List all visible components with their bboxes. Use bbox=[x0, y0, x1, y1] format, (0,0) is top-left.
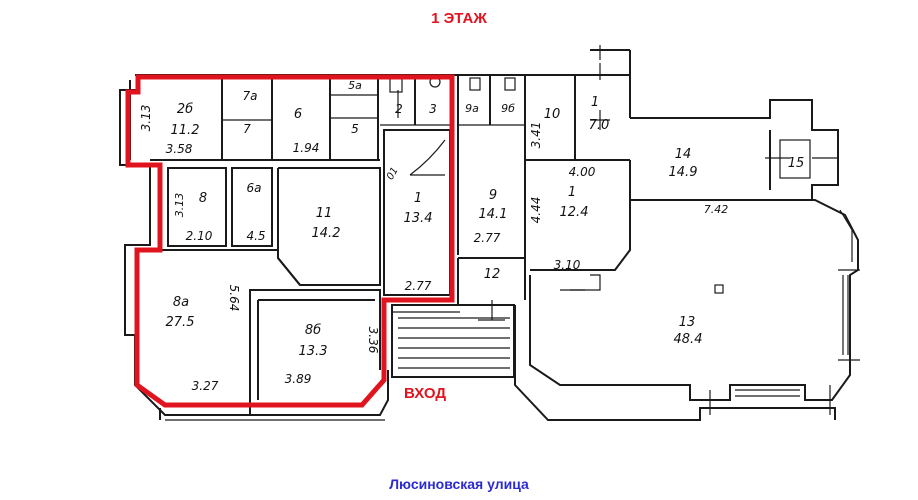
room-label-4: 6 bbox=[294, 107, 302, 122]
street-label: Люсиновская улица bbox=[389, 476, 529, 492]
room-label-17: 10 bbox=[544, 107, 561, 122]
dimension-label-10: 2.77 bbox=[405, 279, 432, 293]
dimension-label-9: 3.36 bbox=[366, 327, 380, 354]
walls-bottom-right bbox=[514, 274, 836, 421]
room-label-10: 6а bbox=[247, 181, 262, 195]
room-label-21: 14.1 bbox=[479, 207, 508, 222]
dimension-label-13: 4.00 bbox=[569, 165, 596, 179]
room-label-30: 8б bbox=[305, 323, 321, 338]
dimension-label-5: 4.5 bbox=[246, 229, 265, 243]
room-label-3: 7 bbox=[243, 122, 251, 136]
room-label-15: 9а bbox=[465, 102, 479, 115]
room-label-24: 14 bbox=[675, 147, 692, 162]
highlighted-area-outline bbox=[125, 74, 455, 408]
room-label-13: 1 bbox=[414, 191, 422, 206]
room-label-31: 13.3 bbox=[299, 344, 328, 359]
room-label-28: 8а bbox=[173, 295, 189, 310]
dimension-label-4: 2.10 bbox=[186, 229, 213, 243]
entrance-steps bbox=[391, 304, 515, 378]
room-label-33: 48.4 bbox=[674, 332, 703, 347]
walls-bottom-left bbox=[249, 289, 381, 415]
floor-title: 1 ЭТАЖ bbox=[431, 10, 487, 27]
room-label-7: 2 bbox=[395, 102, 403, 116]
room-label-16: 9б bbox=[501, 102, 515, 115]
room-label-22: 1 bbox=[568, 185, 576, 200]
dimension-label-2: 1.94 bbox=[293, 141, 320, 155]
dimension-label-6: 5.64 bbox=[227, 285, 241, 312]
room-label-32: 13 bbox=[679, 315, 696, 330]
dimension-label-15: 3.10 bbox=[554, 258, 581, 272]
dimension-label-14: 4.44 bbox=[529, 197, 543, 224]
room-label-0: 2б bbox=[177, 102, 193, 117]
room-label-12: 14.2 bbox=[312, 226, 341, 241]
room-label-29: 27.5 bbox=[166, 315, 195, 330]
dimension-label-18: 01 bbox=[385, 165, 401, 182]
room-label-19: 7.0 bbox=[589, 118, 610, 133]
walls-top-rooms bbox=[150, 75, 450, 161]
dimension-label-7: 3.27 bbox=[192, 379, 219, 393]
dimension-label-3: 3.13 bbox=[173, 193, 186, 218]
walls-right-rooms bbox=[525, 63, 631, 271]
dimension-label-1: 3.58 bbox=[166, 142, 193, 156]
room-label-20: 9 bbox=[489, 188, 497, 203]
room-label-23: 12.4 bbox=[560, 205, 589, 220]
room-label-18: 1 bbox=[591, 95, 599, 110]
dimension-label-0: 3.13 bbox=[139, 105, 153, 132]
room-label-11: 11 bbox=[316, 206, 333, 221]
dimension-label-8: 3.89 bbox=[285, 372, 312, 386]
dimension-label-16: 7.42 bbox=[704, 203, 729, 216]
room-label-2: 7а bbox=[243, 89, 258, 103]
walls-room-14 bbox=[630, 99, 839, 201]
room-label-14: 13.4 bbox=[404, 211, 433, 226]
room-label-26: 15 bbox=[788, 156, 805, 171]
room-label-1: 11.2 bbox=[171, 123, 200, 138]
walls-middle-left bbox=[150, 167, 381, 286]
room-label-8: 3 bbox=[429, 102, 437, 116]
room-label-5: 5а bbox=[348, 79, 362, 92]
walls-room-13 bbox=[529, 199, 860, 415]
entrance-label: ВХОД bbox=[404, 385, 447, 402]
room-label-27: 12 bbox=[484, 267, 501, 282]
room-label-6: 5 bbox=[351, 122, 359, 136]
dimension-label-11: 2.77 bbox=[474, 231, 501, 245]
room-label-9: 8 bbox=[199, 191, 207, 206]
dimension-label-12: 3.41 bbox=[529, 122, 543, 149]
walls-middle-column bbox=[457, 75, 526, 321]
room-label-25: 14.9 bbox=[669, 165, 698, 180]
